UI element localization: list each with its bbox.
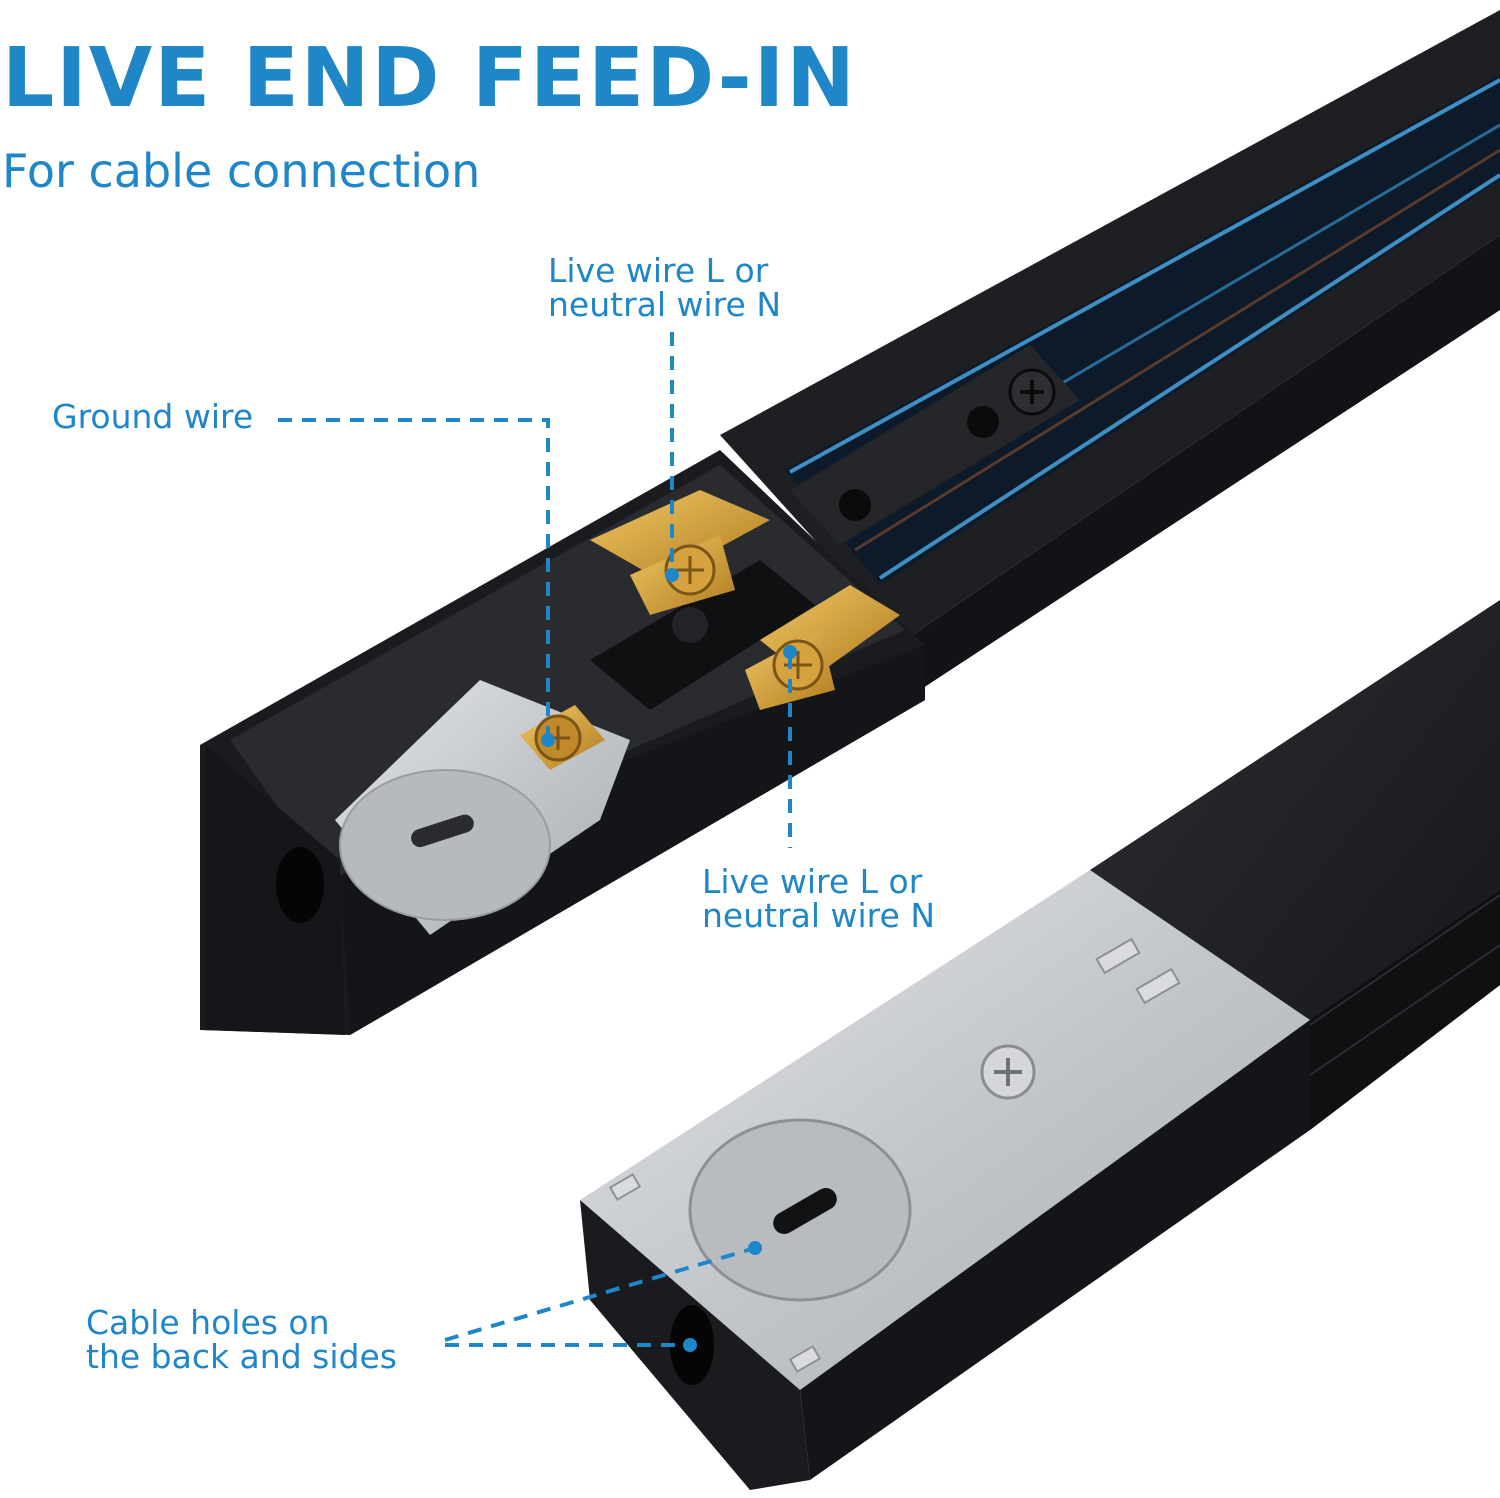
callout-ground-wire: Ground wire (52, 400, 253, 434)
live-end-box (200, 450, 925, 1035)
callout-live-wire-top-line1: Live wire L or (548, 251, 769, 290)
page-subtitle: For cable connection (2, 144, 481, 198)
lower-track (1090, 600, 1500, 1130)
callout-live-wire-top-line2: neutral wire N (548, 285, 781, 324)
leader-cable-holes (444, 1246, 756, 1342)
terminal-screw-top-icon (590, 490, 770, 615)
page-title: LIVE END FEED-IN (2, 31, 857, 126)
feed-end-box (580, 870, 1310, 1490)
callout-live-wire-bottom-line2: neutral wire N (702, 896, 935, 935)
upper-track (720, 10, 1500, 690)
ground-screw-icon (520, 705, 605, 770)
callout-lines (278, 332, 792, 1347)
plate-screw-icon (980, 1044, 1036, 1100)
callout-live-wire-top: Live wire L or neutral wire N (548, 254, 781, 322)
callout-cable-holes-line1: Cable holes on (86, 1303, 330, 1342)
leader-ground (278, 418, 550, 735)
callout-live-wire-bottom: Live wire L or neutral wire N (702, 865, 935, 933)
callout-cable-holes: Cable holes on the back and sides (86, 1306, 397, 1374)
callout-dots (541, 568, 797, 1352)
callout-ground-wire-line1: Ground wire (52, 397, 254, 436)
callout-cable-holes-line2: the back and sides (86, 1337, 397, 1376)
callout-live-wire-bottom-line1: Live wire L or (702, 862, 923, 901)
